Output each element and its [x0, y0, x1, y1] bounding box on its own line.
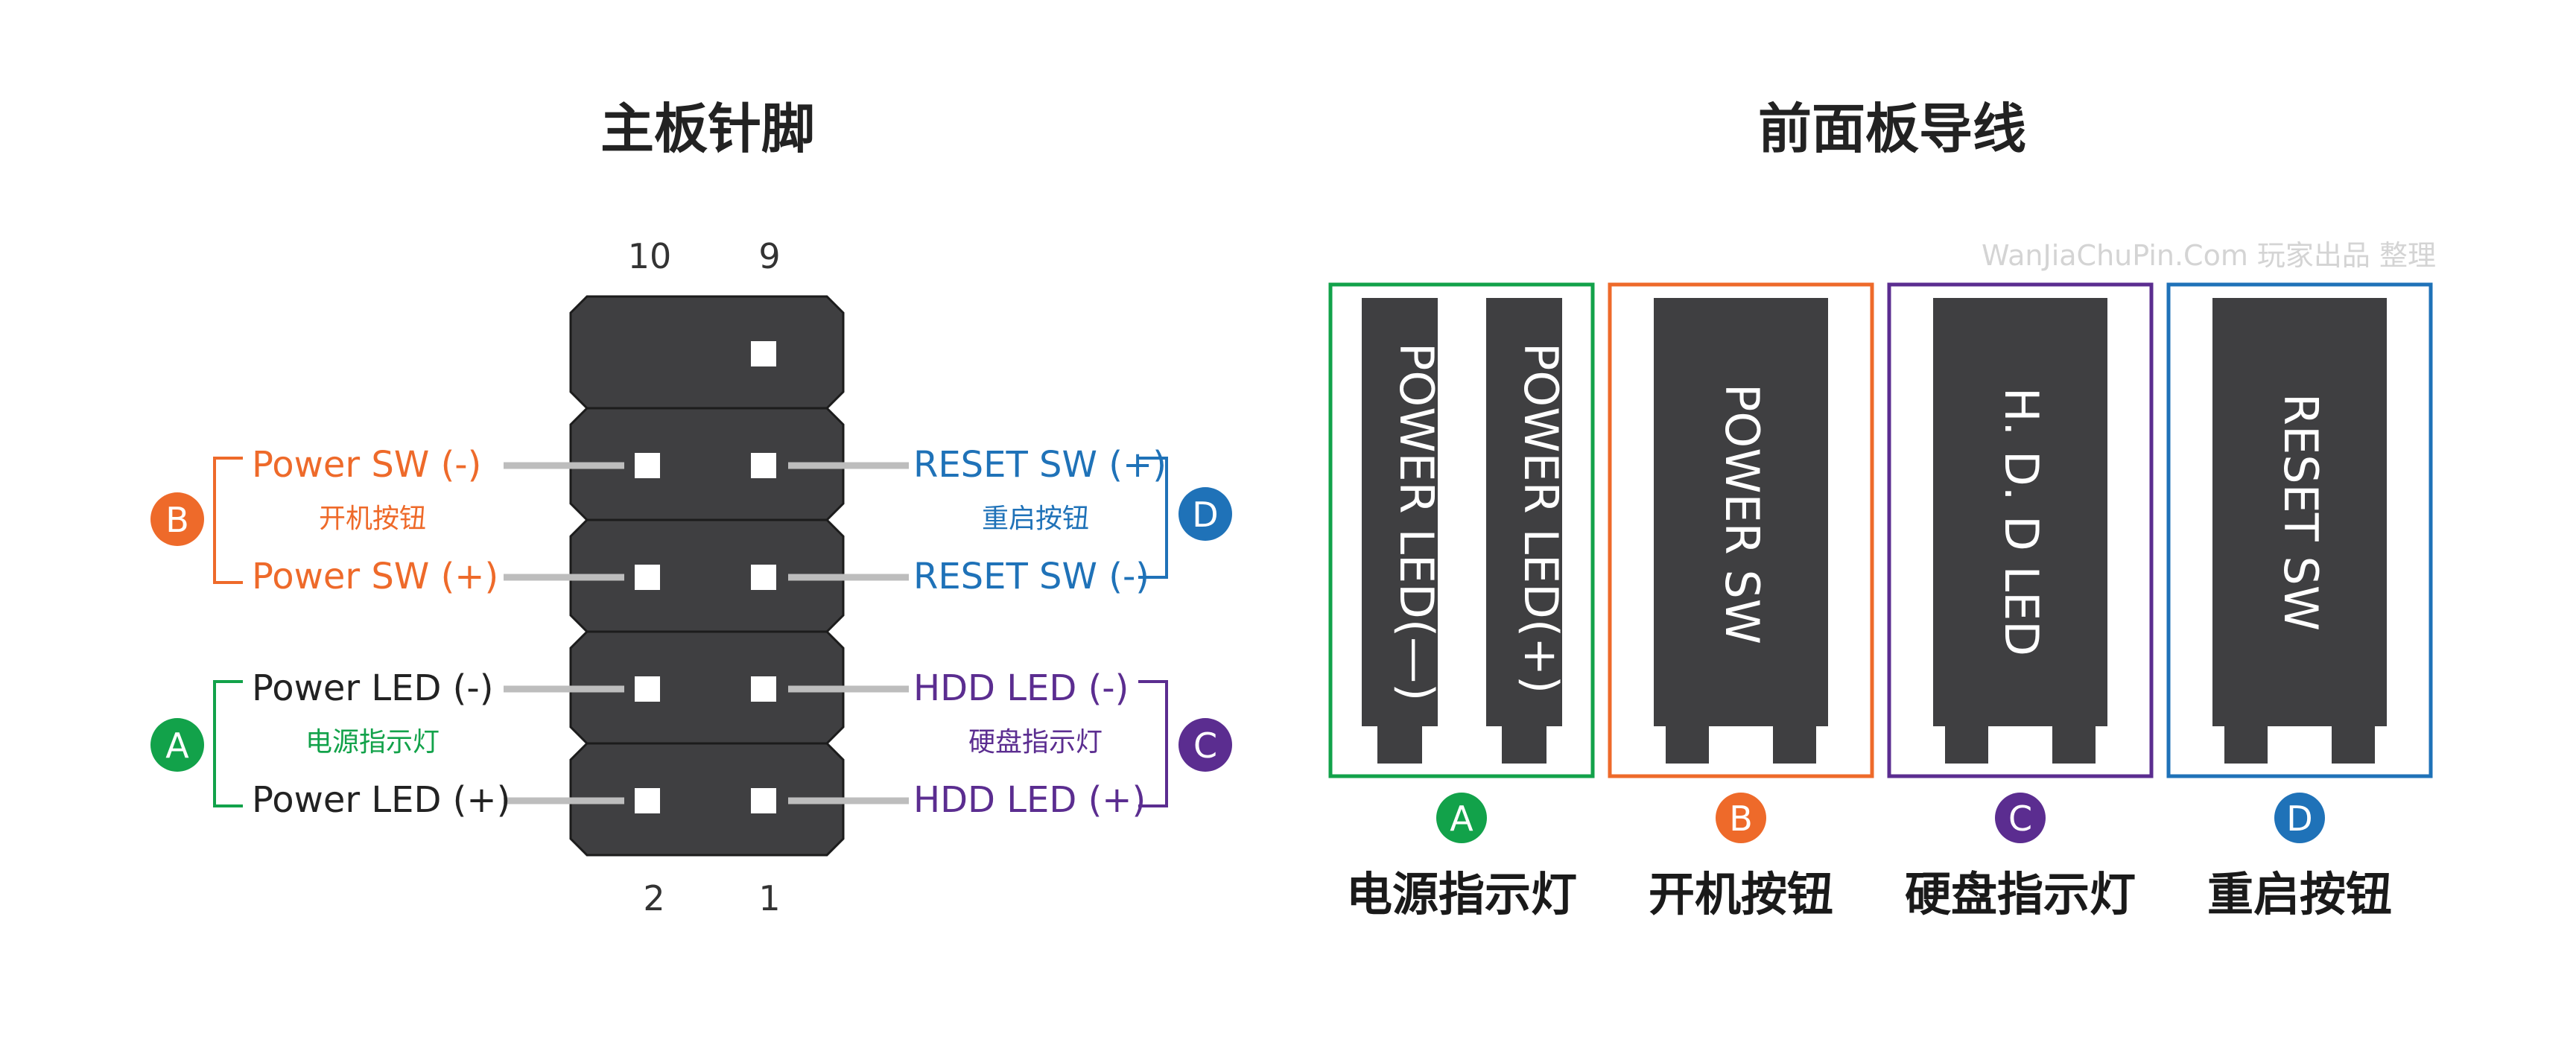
connector-c-label: H. D. D LED: [1994, 387, 2049, 656]
group-c-badge: [1178, 718, 1232, 772]
group-d-badge: [1178, 487, 1232, 541]
pin-label-power-led-minus: Power LED (-): [252, 667, 493, 709]
connector-a-badge: [1436, 793, 1487, 843]
group-b-bracket: [213, 457, 243, 584]
group-b-badge: [150, 492, 204, 546]
header-block-row5: [569, 742, 845, 857]
connector-b-name: 开机按钮: [1649, 867, 1833, 921]
pin-7: [751, 453, 776, 478]
pin-label-power-sw-minus: Power SW (-): [252, 444, 481, 486]
pin-6: [635, 565, 660, 590]
connector-d-label: RESET SW: [2274, 393, 2328, 631]
connector-a-wire-1: [1362, 298, 1438, 726]
connector-d-tail-right: [2332, 726, 2375, 764]
connector-c-tail-left: [1945, 726, 1988, 764]
group-c-badge-letter: C: [1193, 726, 1217, 766]
group-c-bracket: [1138, 680, 1168, 807]
pin-label-hdd-led-plus: HDD LED (+): [913, 779, 1146, 821]
pin-4: [635, 676, 660, 702]
pin-label-hdd-led-minus: HDD LED (-): [913, 667, 1129, 709]
connector-c-badge: [1995, 793, 2046, 843]
connector-c-badge-letter: C: [2008, 799, 2032, 839]
group-d-bracket: [1138, 457, 1168, 579]
connector-d-body: [2212, 298, 2387, 726]
pin-number-10: 10: [628, 236, 672, 276]
connector-d-badge: [2274, 793, 2325, 843]
connector-c-name: 硬盘指示灯: [1905, 867, 2136, 921]
pin-number-9: 9: [758, 236, 780, 276]
connector-d-tail-left: [2224, 726, 2268, 764]
connector-b-badge: [1716, 793, 1766, 843]
connector-a-wire-2-tail: [1502, 726, 1546, 764]
group-a-sublabel: 电源指示灯: [305, 727, 440, 758]
connector-c-tail-right: [2052, 726, 2096, 764]
pin-number-2: 2: [643, 878, 664, 918]
group-b-badge-letter: B: [165, 500, 189, 540]
group-a-badge-letter: A: [165, 726, 189, 766]
pin-2: [635, 788, 660, 813]
group-d-sublabel: 重启按钮: [982, 504, 1089, 534]
pin-8: [635, 453, 660, 478]
connector-b-tail-left: [1666, 726, 1709, 764]
header-block-row1: [569, 295, 845, 410]
pin-header: [569, 295, 845, 857]
connector-b-label: POWER SW: [1715, 384, 1769, 644]
connector-a-label-1: POWER LED(—): [1389, 343, 1444, 701]
pin-label-reset-sw-minus: RESET SW (-): [913, 556, 1149, 597]
motherboard-pins-title: 主板针脚: [600, 98, 815, 160]
pin-1: [751, 788, 776, 813]
pin-3: [751, 676, 776, 702]
watermark: WanJiaChuPin.Com 玩家出品 整理: [1982, 239, 2436, 272]
connector-a-label-2: POWER LED(+): [1514, 343, 1568, 693]
connector-c-body: [1933, 298, 2107, 726]
connector-d-name: 重启按钮: [2207, 867, 2392, 921]
pin-5: [751, 565, 776, 590]
connector-a-wire-1-tail: [1377, 726, 1422, 764]
pin-number-1: 1: [758, 878, 780, 918]
connector-b-body: [1654, 298, 1828, 726]
connector-a-name: 电源指示灯: [1346, 867, 1577, 921]
connector-a-badge-letter: A: [1450, 799, 1473, 839]
pin-label-power-sw-plus: Power SW (+): [252, 556, 498, 597]
connector-frame-c: [1887, 282, 2154, 778]
group-b-sublabel: 开机按钮: [319, 504, 426, 534]
connector-b-tail-right: [1773, 726, 1816, 764]
group-a-badge: [150, 718, 204, 772]
group-a-bracket: [213, 680, 243, 807]
connector-a-wire-2: [1486, 298, 1562, 726]
pin-9: [751, 341, 776, 366]
connector-d-badge-letter: D: [2286, 799, 2312, 839]
connector-b-badge-letter: B: [1729, 799, 1753, 839]
pin-label-power-led-plus: Power LED (+): [252, 779, 510, 821]
connector-frame-a: [1328, 282, 1595, 778]
connector-frame-d: [2166, 282, 2433, 778]
pin-label-reset-sw-plus: RESET SW (+): [913, 444, 1167, 486]
connector-frame-b: [1608, 282, 1874, 778]
front-panel-title: 前面板导线: [1758, 98, 2026, 160]
group-d-badge-letter: D: [1192, 495, 1218, 535]
group-c-sublabel: 硬盘指示灯: [968, 727, 1103, 758]
